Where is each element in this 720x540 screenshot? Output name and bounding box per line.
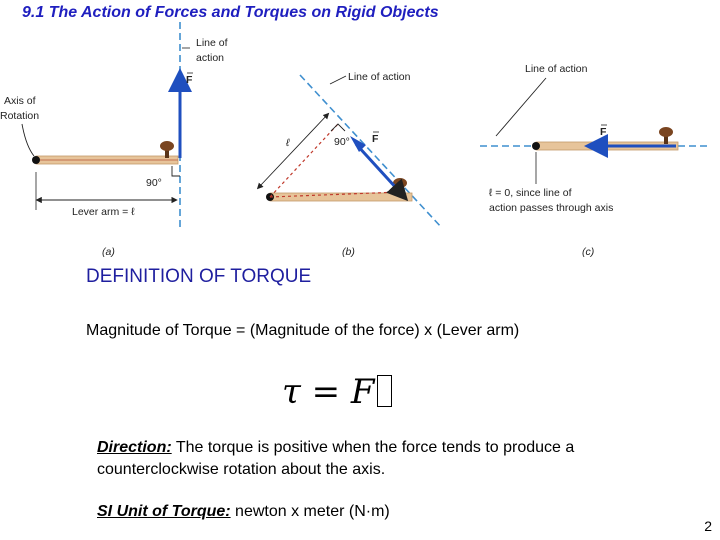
panel-b-rod [269, 192, 413, 202]
panel-b-line-of-action [299, 74, 443, 229]
panel-a-caption: (a) [102, 246, 115, 258]
panel-a-line-of-action-label-1: Line of [196, 37, 228, 49]
panel-a-line-of-action-label-2: action [196, 52, 224, 64]
panel-b-lever-arm-dimension [256, 112, 330, 190]
panel-c: Line of action F ℓ = 0, since line of ac… [480, 63, 710, 258]
panel-b-caption: (b) [342, 246, 355, 258]
torque-figure: Line of action F Axis of Rotation 90° Le… [0, 22, 710, 258]
direction-term: Direction: [97, 439, 172, 456]
panel-b-force-label: F [372, 133, 379, 145]
panel-a-axis-label-2: Rotation [0, 110, 39, 122]
panel-c-caption: (c) [582, 246, 594, 258]
panel-c-axis-dot [532, 142, 540, 150]
panel-c-note-1: ℓ = 0, since line of [489, 187, 572, 199]
panel-c-note-2: action passes through axis [489, 202, 613, 214]
panel-b: Line of action ℓ 90° F (b) [256, 71, 443, 258]
si-unit-paragraph: SI Unit of Torque: newton x meter (N·m) [97, 503, 390, 521]
torque-equation: τ = F [282, 372, 392, 412]
panel-b-right-angle-label: 90° [334, 136, 350, 148]
panel-a-axis-dot [32, 156, 40, 164]
direction-text: The torque is positive when the force te… [97, 439, 575, 478]
panel-a-lever-arm-label: Lever arm = ℓ [72, 206, 135, 218]
panel-a-axis-label-1: Axis of [4, 95, 36, 107]
page-number: 2 [704, 518, 712, 534]
panel-a-knob [160, 141, 174, 158]
panel-b-force-arrow [354, 142, 409, 202]
slide-title: 9.1 The Action of Forces and Torques on … [22, 4, 439, 21]
panel-a: Line of action F Axis of Rotation 90° Le… [0, 22, 228, 258]
missing-glyph-box [376, 375, 392, 407]
direction-paragraph: Direction: The torque is positive when t… [97, 437, 697, 481]
panel-c-line-of-action-label: Line of action [525, 63, 588, 75]
panel-b-line-of-action-label: Line of action [348, 71, 411, 83]
si-unit-term: SI Unit of Torque: [97, 503, 231, 520]
torque-magnitude-definition: Magnitude of Torque = (Magnitude of the … [86, 322, 520, 339]
panel-c-knob [659, 127, 673, 144]
si-unit-text: newton x meter (N·m) [230, 503, 390, 520]
panel-a-force-label: F [186, 74, 193, 86]
panel-a-right-angle-label: 90° [146, 177, 162, 189]
definition-heading: DEFINITION OF TORQUE [86, 266, 312, 287]
panel-c-force-label: F [600, 126, 607, 138]
torque-equation-text: τ = F [282, 372, 375, 412]
panel-b-ell-label: ℓ [285, 137, 290, 149]
